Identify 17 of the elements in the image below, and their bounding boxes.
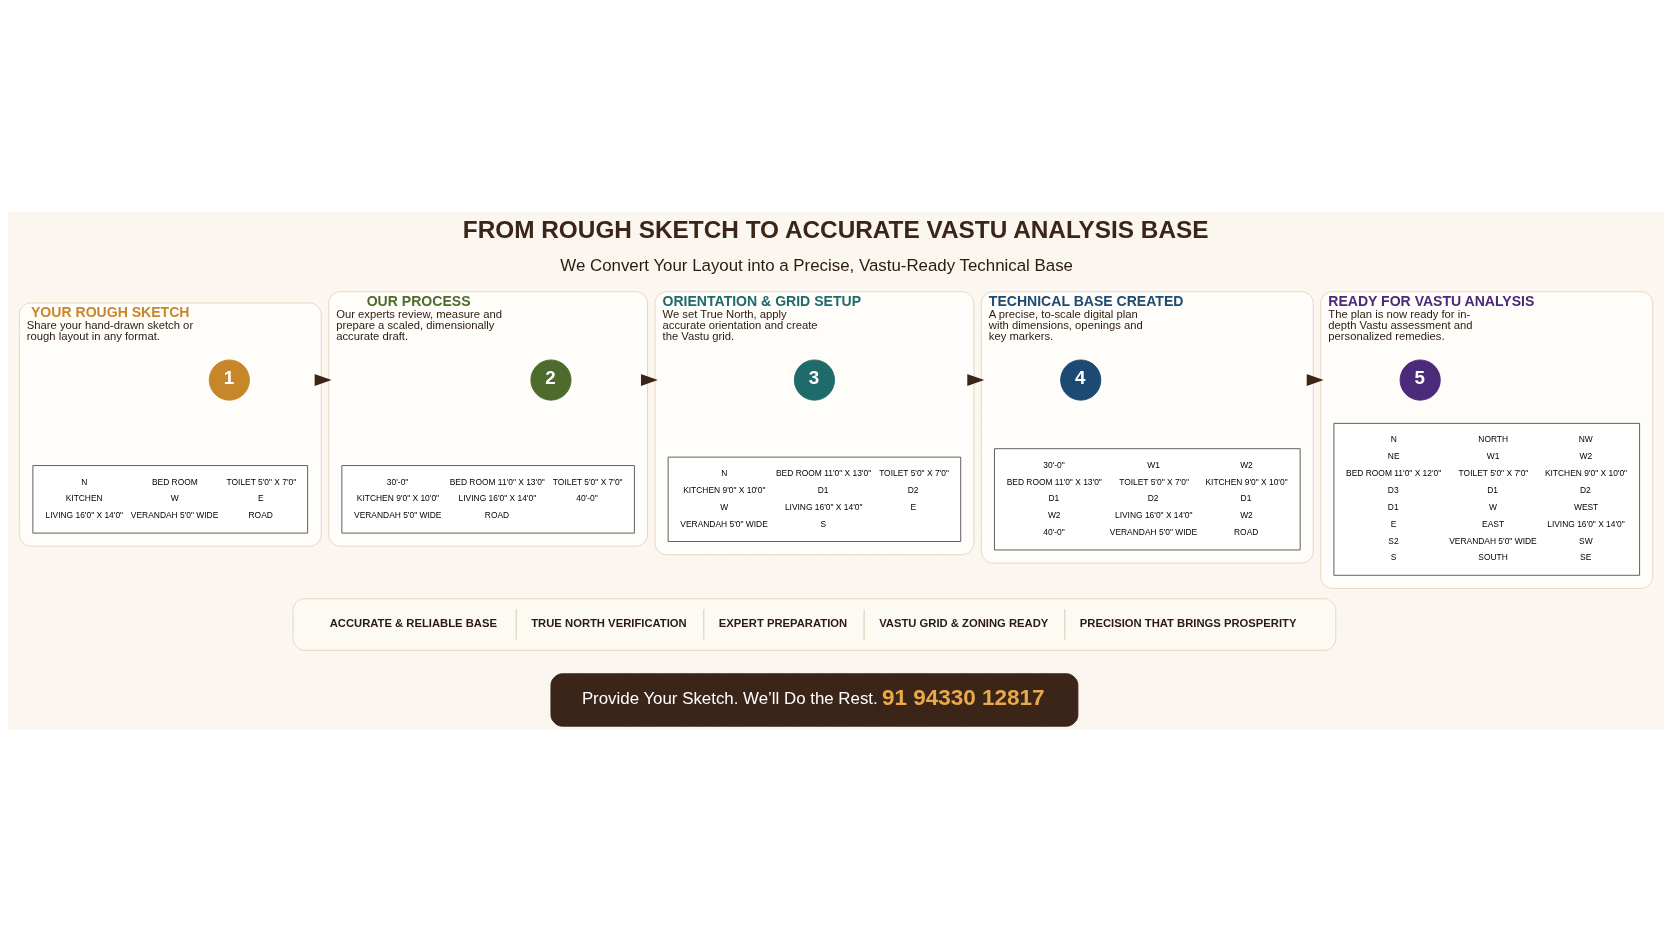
- node-circle: 5: [1399, 359, 1441, 401]
- diagram-title: FROM ROUGH SKETCH TO ACCURATE VASTU ANALYSIS BASE: [462, 215, 1209, 243]
- arrow: [1306, 373, 1324, 386]
- node-circle: 3: [793, 359, 835, 401]
- node-box: 30'-0" W1 W2 BED ROOM 11'0" X 13'0" TOILET 5'0" X 7'0" KITCHEN 9'0" X 10'0" D1 D2 D1 W2 LIVING 16'0" X 14'0" W2 40'-0" VERANDAH 5'0" WIDE ROAD: [994, 447, 1301, 550]
- node-box: N BED ROOM 11'0" X 13'0" TOILET 5'0" X 7'0" KITCHEN 9'0" X 10'0" D1 D2 W LIVING 16'0" X 14'0" E VERANDAH 5'0" WIDE S: [667, 456, 962, 542]
- node-circle: 1: [208, 359, 250, 401]
- node-box: 30'-0" BED ROOM 11'0" X 13'0" TOILET 5'0" X 7'0" KITCHEN 9'0" X 10'0" LIVING 16'0" X 14'0" 40'-0" VERANDAH 5'0" WIDE ROAD: [341, 464, 635, 534]
- node-circle: 2: [530, 359, 572, 401]
- arrow: [314, 373, 332, 386]
- node-box: N BED ROOM TOILET 5'0" X 7'0" KITCHEN W E LIVING 16'0" X 14'0" VERANDAH 5'0" WIDE ROAD: [32, 464, 309, 534]
- node-box: Provide Your Sketch. We’ll Do the Rest. 91 94330 12817: [550, 672, 1079, 727]
- label: We Convert Your Layout into a Precise, Vastu-Ready Technical Base: [560, 255, 1073, 275]
- node-circle: 4: [1060, 359, 1102, 401]
- node-box: ACCURATE & RELIABLE BASE TRUE NORTH VERIFICATION EXPERT PREPARATION VASTU GRID & ZONING READY PRECISION THAT BRINGS PROSPERITY: [292, 597, 1337, 651]
- node-box: N NORTH NW NE W1 W2 BED ROOM 11'0" X 12'0" TOILET 5'0" X 7'0" KITCHEN 9'0" X 10'0" D3 D1 D2 D1 W WEST E EAST LIVING 16'0" X 14'0" S2 VERANDAH 5'0" WIDE SW S SOUTH SE: [1333, 422, 1641, 576]
- arrow: [967, 373, 985, 386]
